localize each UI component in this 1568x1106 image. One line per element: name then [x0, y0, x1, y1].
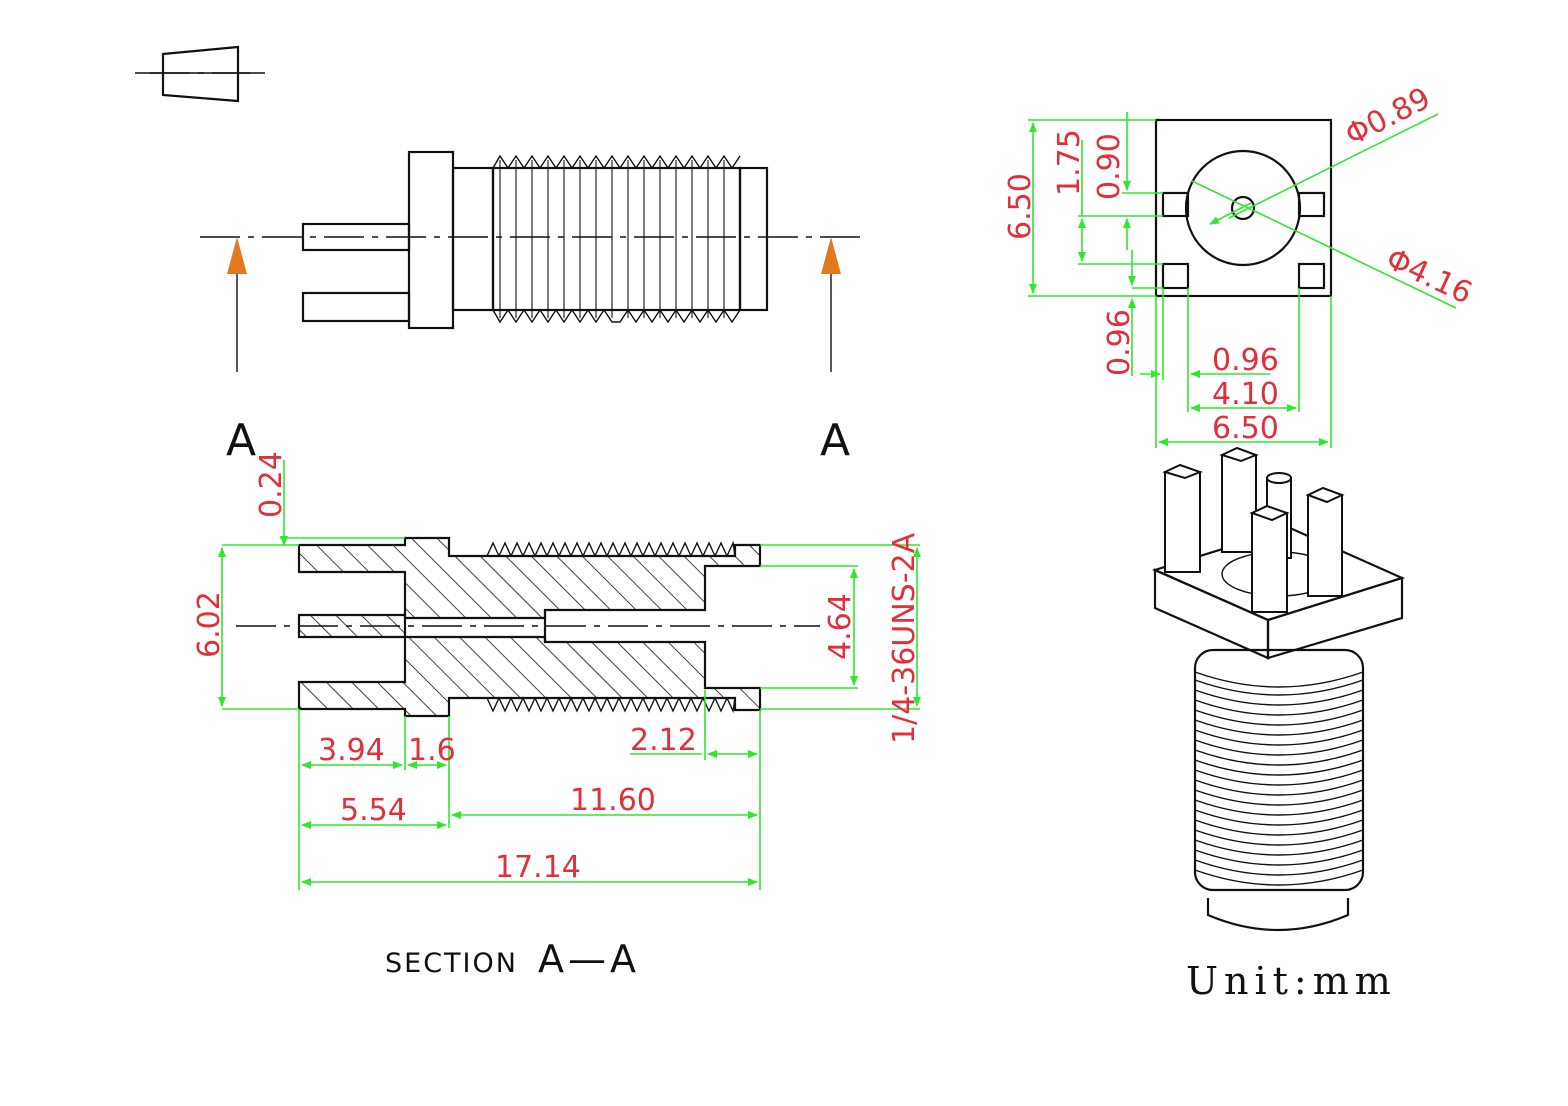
- section-arrow-right: [821, 237, 841, 274]
- dim-6-50-horizontal: 6.50: [1212, 411, 1279, 446]
- dim-11-60: 11.60: [570, 783, 656, 818]
- dim-phi-0-89: Φ0.89: [1340, 81, 1436, 153]
- section-mark-right: A: [820, 415, 850, 466]
- top-view-dimensions: [1028, 112, 1457, 448]
- dim-0-90: 0.90: [1092, 133, 1127, 200]
- top-view: [1154, 118, 1333, 298]
- dim-17-14: 17.14: [495, 850, 581, 885]
- dim-6-02: 6.02: [192, 591, 227, 658]
- dim-6-50-vertical: 6.50: [1003, 173, 1038, 240]
- dim-3-94: 3.94: [318, 733, 385, 768]
- section-title: SECTION: [385, 948, 518, 979]
- projection-symbol: [135, 45, 265, 103]
- section-dimensions: [218, 460, 921, 890]
- dim-1-6: 1.6: [408, 733, 456, 768]
- dim-phi-4-16: Φ4.16: [1381, 242, 1478, 312]
- dim-0-96-horizontal: 0.96: [1212, 343, 1279, 378]
- section-view: [236, 536, 820, 718]
- unit-label: Unit:mm: [1186, 959, 1397, 1003]
- section-arrow-left: [227, 237, 247, 274]
- side-view: [200, 150, 860, 372]
- dim-2-12: 2.12: [630, 723, 697, 758]
- dim-thread: 1/4-36UNS-2A: [887, 532, 922, 744]
- dim-0-96-vertical: 0.96: [1102, 309, 1137, 376]
- section-mark-left: A: [226, 415, 256, 466]
- dim-0-24: 0.24: [254, 451, 289, 518]
- dim-1-75: 1.75: [1052, 129, 1087, 196]
- dim-4-64: 4.64: [823, 593, 858, 660]
- dim-5-54: 5.54: [340, 793, 407, 828]
- section-title-suffix: A—A: [538, 937, 640, 981]
- dim-4-10: 4.10: [1212, 377, 1279, 412]
- isometric-view: [1151, 446, 1406, 932]
